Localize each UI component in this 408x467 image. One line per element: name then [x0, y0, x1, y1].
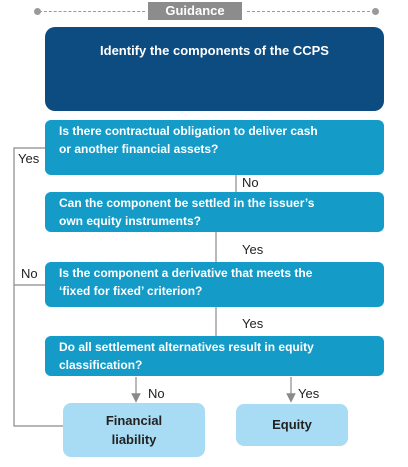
- question-3-line-1: Is the component a derivative that meets…: [59, 266, 313, 280]
- question-3-box: Is the component a derivative that meets…: [45, 262, 384, 307]
- question-3-line-2: ‘fixed for fixed’ criterion?: [59, 284, 203, 298]
- question-1-line-2: or another financial assets?: [59, 142, 219, 156]
- q1-no-label: No: [242, 175, 259, 190]
- question-1-line-1: Is there contractual obligation to deliv…: [59, 124, 318, 138]
- title-text: Identify the components of the CCPS: [100, 43, 329, 58]
- question-4-line-1: Do all settlement alternatives result in…: [59, 340, 314, 354]
- financial-liability-box: Financial liability: [63, 403, 205, 457]
- question-2-line-1: Can the component be settled in the issu…: [59, 196, 315, 210]
- q1-yes-label: Yes: [18, 151, 40, 166]
- equity-box: Equity: [236, 404, 348, 446]
- header-rule-right-dot: [372, 8, 379, 15]
- header-rule-right: [247, 11, 375, 12]
- q3-no-label: No: [21, 266, 38, 281]
- header-rule-left-dot: [34, 8, 41, 15]
- q4-no-label: No: [148, 386, 165, 401]
- financial-liability-line-2: liability: [111, 432, 157, 447]
- question-1-box: Is there contractual obligation to deliv…: [45, 120, 384, 175]
- guidance-tab: Guidance: [148, 2, 242, 20]
- q3-yes-label: Yes: [242, 316, 264, 331]
- equity-label: Equity: [272, 417, 312, 432]
- q1-yes-connector: [13, 147, 63, 427]
- question-2-line-2: own equity instruments?: [59, 214, 202, 228]
- question-4-box: Do all settlement alternatives result in…: [45, 336, 384, 376]
- question-4-line-2: classification?: [59, 358, 143, 372]
- q2-yes-label: Yes: [242, 242, 264, 257]
- financial-liability-line-1: Financial: [105, 413, 163, 428]
- title-box: Identify the components of the CCPS: [45, 27, 384, 111]
- q4-yes-label: Yes: [298, 386, 320, 401]
- question-2-box: Can the component be settled in the issu…: [45, 192, 384, 232]
- header-rule-left: [39, 11, 145, 12]
